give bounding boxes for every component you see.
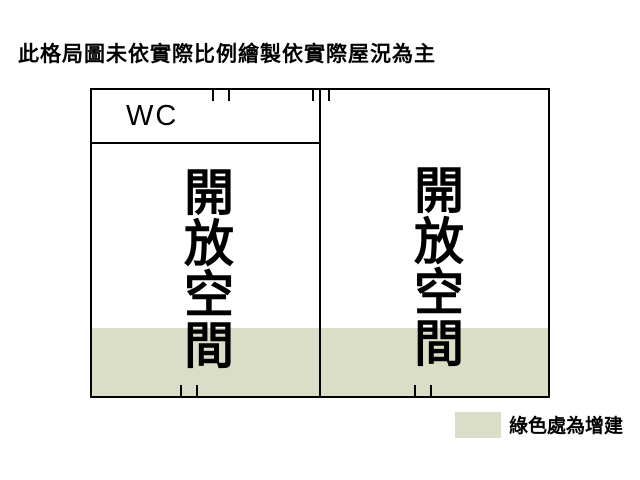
opening-tick-top-center-b (328, 90, 330, 101)
opening-tick-top-left-b (228, 90, 230, 101)
opening-tick-bottom-left-b (196, 385, 198, 396)
opening-tick-top-center-a (312, 90, 314, 101)
room-label-right-open-space: 開放空間 (407, 164, 463, 368)
addition-area-left (92, 328, 319, 396)
center-dividing-wall (319, 88, 321, 398)
opening-tick-top-left-a (212, 90, 214, 101)
wc-room-label: WC (126, 100, 179, 132)
addition-area-right (321, 328, 548, 396)
scale-disclaimer-text: 此格局圖未依實際比例繪製依實際屋況為主 (18, 43, 436, 66)
wc-partition-wall (90, 142, 320, 144)
opening-tick-bottom-left-a (180, 385, 182, 396)
opening-tick-bottom-right-a (414, 385, 416, 396)
room-label-left-open-space: 開放空間 (177, 166, 233, 370)
legend-label: 綠色處為增建 (509, 416, 624, 437)
opening-tick-bottom-right-b (430, 385, 432, 396)
legend: 綠色處為增建 (455, 411, 623, 438)
legend-green-swatch (455, 411, 501, 438)
